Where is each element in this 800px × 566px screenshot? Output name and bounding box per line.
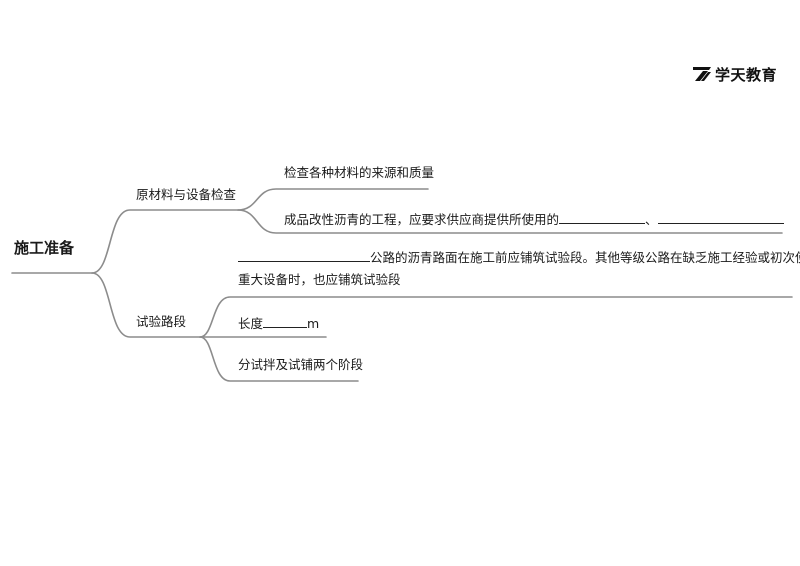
fill-blank <box>657 210 784 224</box>
length-label: 长度 <box>238 316 264 331</box>
leaf-trial-requirement-line2: 重大设备时，也应铺筑试验段 <box>238 272 401 287</box>
brand-logo: 学天教育 <box>693 64 777 84</box>
leaf-trial-requirement: 公路的沥青路面在施工前应铺筑试验段。其他等级公路在缺乏施工经验或初次使用 <box>238 248 800 266</box>
connector-trial-leaf-1 <box>199 296 793 338</box>
stripes-logo-icon <box>693 67 711 81</box>
root-node: 施工准备 <box>14 239 75 257</box>
connector-root-to-materials <box>91 209 239 274</box>
leaf-trial-length: 长度 m <box>238 314 319 332</box>
connector-materials-leaf-1 <box>237 188 429 211</box>
leaf-trial-stages: 分试拌及试铺两个阶段 <box>238 357 364 372</box>
length-unit: m <box>307 316 320 331</box>
branch-materials-check: 原材料与设备检查 <box>136 187 237 202</box>
connector-root-to-trial <box>91 272 201 338</box>
leaf-material-source-quality: 检查各种材料的来源和质量 <box>284 165 435 180</box>
connector-trial-leaf-3 <box>199 336 359 382</box>
fill-blank <box>238 248 370 262</box>
separator: 、 <box>645 212 658 227</box>
leaf-trial-requirement-text: 公路的沥青路面在施工前应铺筑试验段。其他等级公路在缺乏施工经验或初次使用 <box>370 250 800 265</box>
leaf-modified-asphalt: 成品改性沥青的工程，应要求供应商提供所使用的 、 <box>284 210 784 228</box>
connector-materials-leaf-2 <box>237 209 783 234</box>
fill-blank <box>263 314 308 328</box>
fill-blank <box>559 210 646 224</box>
leaf-modified-asphalt-text: 成品改性沥青的工程，应要求供应商提供所使用的 <box>284 212 560 227</box>
branch-trial-section: 试验路段 <box>136 314 187 329</box>
brand-name: 学天教育 <box>715 65 778 84</box>
